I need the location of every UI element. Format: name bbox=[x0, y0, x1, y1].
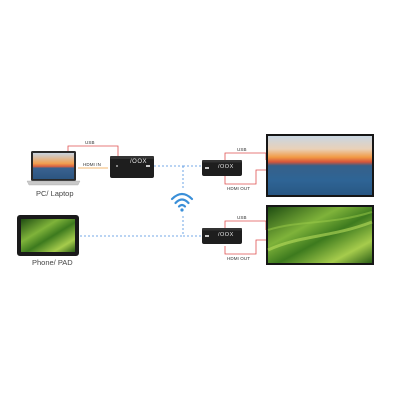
wireless-link-receiver-2 bbox=[182, 216, 202, 237]
display-1 bbox=[266, 134, 374, 197]
transmitter-logo: /OOX bbox=[130, 159, 148, 165]
receiver-1-hdmi-cable bbox=[224, 169, 266, 185]
wireless-link-transmitter bbox=[154, 165, 184, 190]
receiver-2-usb-label: USB bbox=[237, 215, 247, 220]
transmitter-hdmi-in-label: HDMI IN bbox=[83, 162, 101, 167]
laptop-icon bbox=[26, 151, 81, 186]
receiver-2-device bbox=[202, 228, 242, 244]
receiver-1-device bbox=[202, 160, 242, 176]
wifi-icon bbox=[170, 192, 194, 212]
phone-pad-label: Phone/ PAD bbox=[32, 258, 73, 267]
receiver-2-logo: /OOX bbox=[218, 232, 234, 238]
display-2 bbox=[266, 205, 374, 265]
tablet-icon bbox=[17, 215, 79, 256]
receiver-1-logo: /OOX bbox=[218, 164, 234, 170]
pc-laptop-label: PC/ Laptop bbox=[36, 189, 74, 198]
receiver-1-usb-cable bbox=[224, 152, 267, 160]
receiver-2-hdmi-out-label: HDMI OUT bbox=[227, 256, 251, 261]
receiver-1-hdmi-out-label: HDMI OUT bbox=[227, 186, 251, 191]
pc-usb-cable bbox=[67, 145, 119, 156]
receiver-2-hdmi-cable bbox=[224, 239, 266, 255]
transmitter-usb-label: USB bbox=[85, 140, 95, 145]
receiver-1-usb-label: USB bbox=[237, 147, 247, 152]
transmitter-device bbox=[110, 156, 154, 178]
